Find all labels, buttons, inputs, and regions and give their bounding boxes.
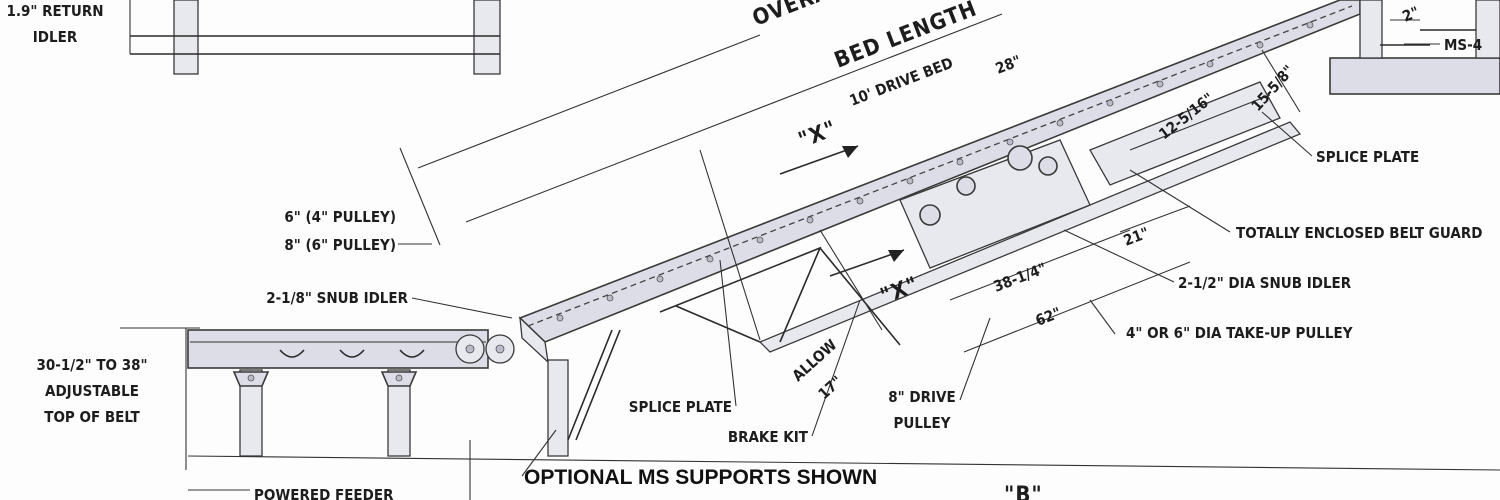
dim-x-top-label: "X": [795, 116, 840, 153]
takeup-pulley-label: 4" OR 6" DIA TAKE-UP PULLEY: [1126, 324, 1353, 342]
dimension-lines: [120, 13, 1500, 500]
leader-lines: [398, 19, 1440, 477]
pulley-label-1: 6" (4" PULLEY): [284, 208, 396, 226]
powered-feeder-bed: [187, 329, 515, 457]
return-idler-detail: [129, 0, 501, 75]
powered-feeder-label: POWERED FEEDER: [254, 486, 394, 500]
ms4-label: MS-4: [1444, 36, 1482, 54]
dim-21-label: 21": [1121, 224, 1152, 250]
return-idler-label-2: IDLER: [33, 28, 78, 46]
bed-length-label: BED LENGTH: [831, 0, 981, 74]
pulley-label-2: 8" (6" PULLEY): [284, 236, 396, 254]
dim-2-label: 2": [1400, 3, 1422, 26]
dim-62-label: 62": [1033, 304, 1064, 330]
snub-idler-left-label: 2-1/8" SNUB IDLER: [266, 289, 408, 307]
splice-plate-left-label: SPLICE PLATE: [629, 398, 732, 416]
snub-idler-right-label: 2-1/2" DIA SNUB IDLER: [1178, 274, 1352, 292]
overall-label: OVERALL: [749, 0, 859, 32]
height-label-1: 30-1/2" TO 38": [37, 356, 148, 374]
dim-28-label: 28": [993, 52, 1024, 78]
ms4-support: [1329, 0, 1500, 95]
splice-plate-right-label: SPLICE PLATE: [1316, 148, 1419, 166]
allow-label-2: 17": [815, 372, 846, 403]
height-label-2: ADJUSTABLE: [45, 382, 139, 400]
optional-supports-caption: OPTIONAL MS SUPPORTS SHOWN: [524, 466, 877, 489]
drive-pulley-label-1: 8" DRIVE: [888, 388, 955, 406]
dim-b-label: "B": [1004, 483, 1043, 500]
belt-guard-label: TOTALLY ENCLOSED BELT GUARD: [1236, 224, 1482, 242]
drive-pulley-label-2: PULLEY: [893, 414, 950, 432]
return-idler-label-1: 1.9" RETURN: [6, 2, 103, 20]
dim-38-1-4-label: 38-1/4": [991, 259, 1049, 296]
height-label-3: TOP OF BELT: [44, 408, 140, 426]
brake-kit-label: BRAKE KIT: [728, 428, 809, 446]
